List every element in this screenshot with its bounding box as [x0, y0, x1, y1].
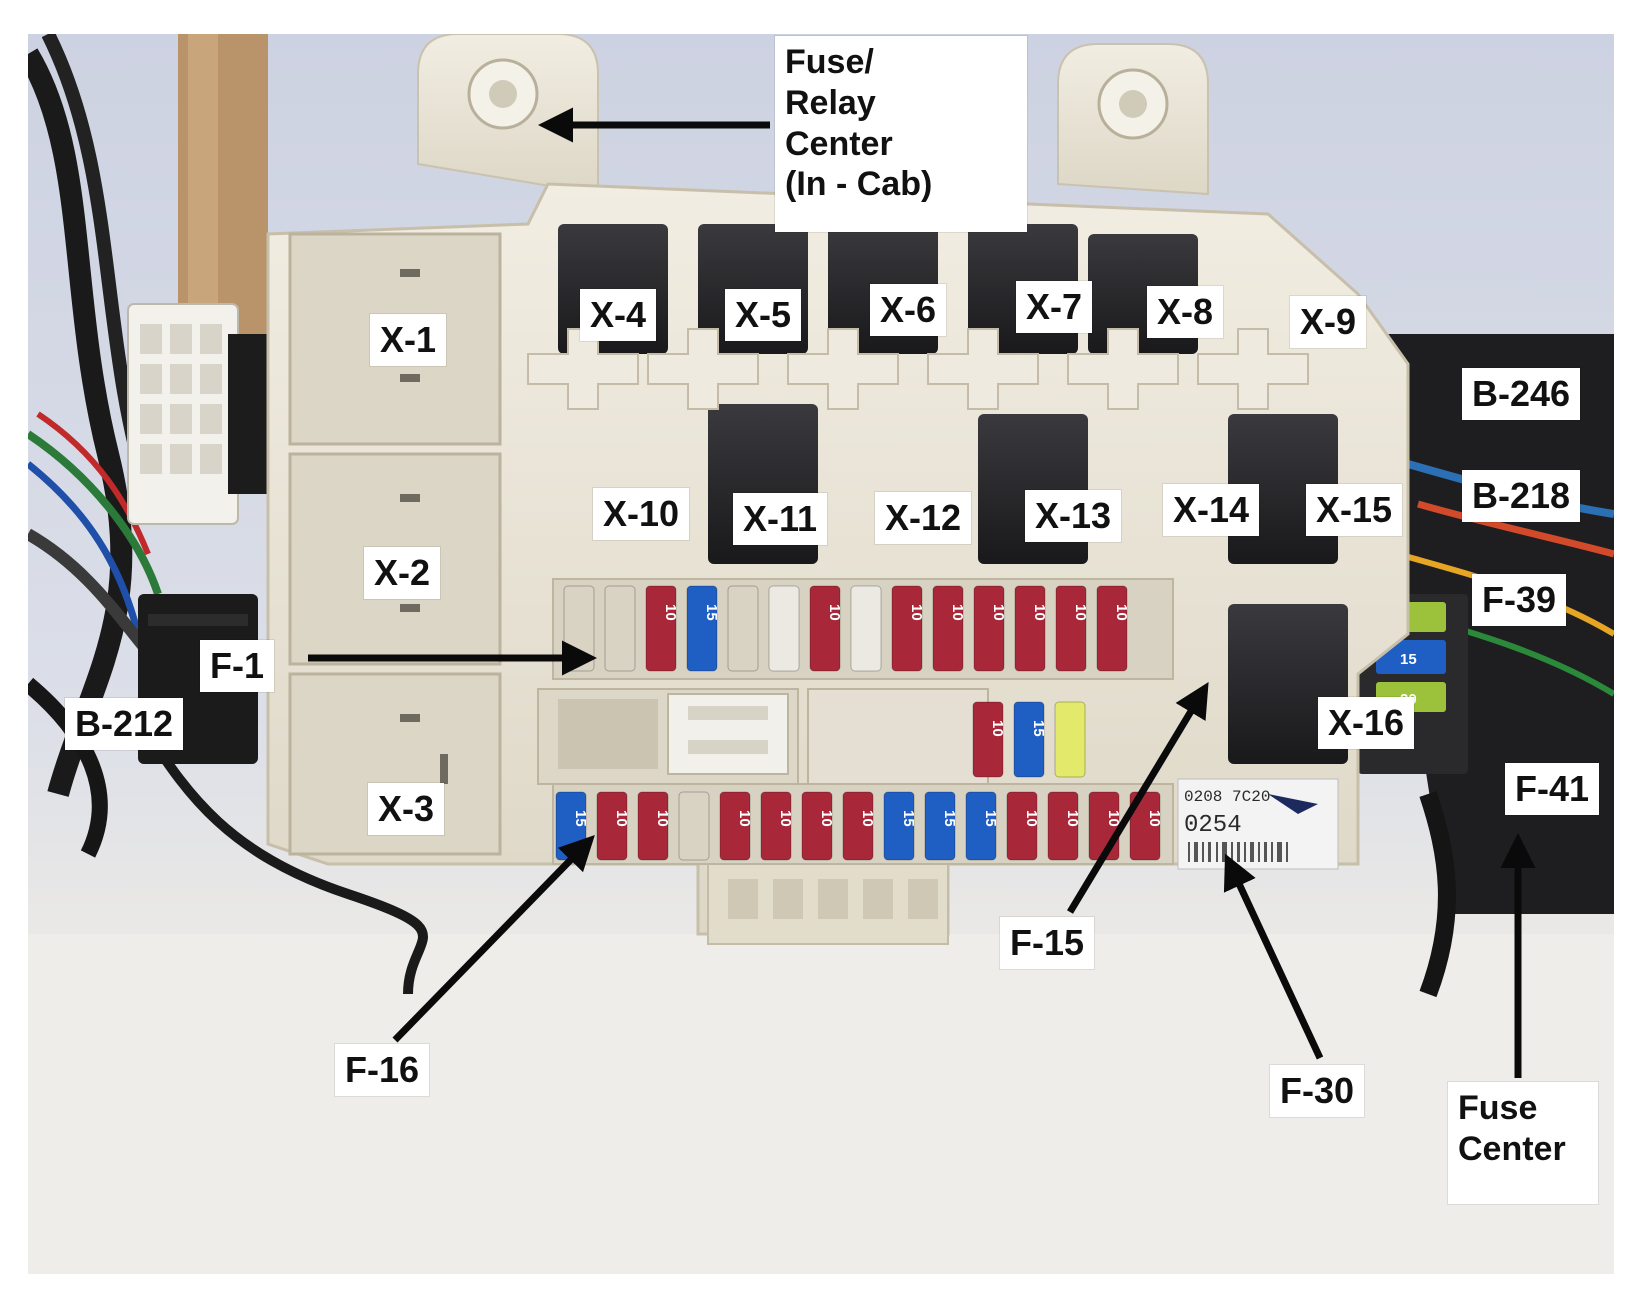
fuse-blade: [1014, 585, 1046, 672]
fuse-rating: 15: [982, 810, 999, 827]
fuse-blade: [973, 585, 1005, 672]
label-b218: B-218: [1462, 470, 1581, 522]
fuse-rating: 10: [1105, 810, 1122, 827]
label-x4: X-4: [580, 289, 657, 341]
fuse-blade: [604, 585, 636, 672]
svg-text:0254: 0254: [1184, 812, 1242, 839]
fuse-rating: 15: [941, 810, 958, 827]
label-fuse-relay-center: Fuse/ Relay Center (In - Cab): [775, 36, 1027, 232]
label-x3: X-3: [368, 783, 445, 835]
fuse-blade: [850, 585, 882, 672]
label-b246: B-246: [1462, 368, 1581, 420]
fuse-blade: [801, 791, 833, 861]
table-surface: [28, 934, 1614, 1274]
fuse-rating: 10: [989, 720, 1006, 737]
label-f39: F-39: [1472, 574, 1567, 626]
fuse-rating: 10: [1113, 604, 1130, 621]
fuse-blade: [809, 585, 841, 672]
fuse-blade: [727, 585, 759, 672]
label-fuse-center: Fuse Center: [1448, 1082, 1598, 1204]
fuse-rating: 10: [826, 604, 843, 621]
fuse-blade: [965, 791, 997, 861]
label-x11: X-11: [733, 493, 828, 545]
fuse-blade: [678, 791, 710, 861]
label-x13: X-13: [1025, 490, 1122, 542]
label-x5: X-5: [725, 289, 802, 341]
fuse-blade: [719, 791, 751, 861]
fuse-blade: [924, 791, 956, 861]
fuse-row-middle: 10 15: [972, 701, 1086, 778]
label-x10: X-10: [593, 488, 690, 540]
label-f16: F-16: [335, 1044, 430, 1096]
label-f1: F-1: [200, 640, 274, 692]
fuse-rating: 15: [572, 810, 589, 827]
fuse-rating: 10: [736, 810, 753, 827]
fuse-blade: [563, 585, 595, 672]
fuse-blade: [891, 585, 923, 672]
label-x8: X-8: [1147, 286, 1224, 338]
fuse-rating: 10: [1146, 810, 1163, 827]
fuse-blade: [1006, 791, 1038, 861]
fuse-blade: [768, 585, 800, 672]
fuse-rating: 10: [859, 810, 876, 827]
fuse-rating: 15: [703, 604, 720, 621]
label-x12: X-12: [875, 492, 972, 544]
fuse-blade: [1054, 701, 1086, 778]
fuse-rating: 10: [662, 604, 679, 621]
fuse-rating: 10: [990, 604, 1007, 621]
fuse-rating: 15: [1030, 720, 1047, 737]
fuse-blade: [842, 791, 874, 861]
fuse-blade: [686, 585, 718, 672]
fuse-blade: [1055, 585, 1087, 672]
fuse-rating: 10: [1064, 810, 1081, 827]
label-line: Center: [785, 124, 893, 163]
fuse-rating: 10: [1072, 604, 1089, 621]
label-line: Center: [1458, 1129, 1566, 1168]
fuse-blade: [596, 791, 628, 861]
fuse-blade: [1096, 585, 1128, 672]
label-f15: F-15: [1000, 917, 1095, 969]
fuse-row-bottom: 15 10 10 10 10 10 10 15 15 15 10 10 10 10: [555, 791, 1163, 861]
fuse-blade: [932, 585, 964, 672]
label-x15: X-15: [1306, 484, 1403, 536]
label-x2: X-2: [364, 547, 441, 599]
fuse-blade: [1013, 701, 1045, 778]
fuse-row-top: 10 15 10 10 10 10 10 10 10: [563, 585, 1130, 672]
fuse-rating: 10: [777, 810, 794, 827]
label-x7: X-7: [1016, 281, 1093, 333]
label-x9: X-9: [1290, 296, 1367, 348]
label-b212: B-212: [65, 698, 184, 750]
label-f30: F-30: [1270, 1065, 1365, 1117]
label-x14: X-14: [1163, 484, 1260, 536]
fuse-rating: 10: [1031, 604, 1048, 621]
fuse-blade: [637, 791, 669, 861]
label-line: (In - Cab): [785, 165, 933, 204]
label-x16: X-16: [1318, 697, 1415, 749]
fuse-rating: 10: [613, 810, 630, 827]
label-x6: X-6: [870, 284, 947, 336]
label-line: Fuse: [1458, 1089, 1538, 1127]
fuse-blade: [972, 701, 1004, 778]
label-x1: X-1: [370, 314, 447, 366]
label-f41: F-41: [1505, 763, 1600, 815]
fuse-rating: 10: [654, 810, 671, 827]
fuse-rating: 15: [900, 810, 917, 827]
svg-text:0208 7C20: 0208 7C20: [1184, 788, 1270, 806]
fuse-rating: 10: [949, 604, 966, 621]
fuse-rating: 10: [1023, 810, 1040, 827]
fuse-blade: [760, 791, 792, 861]
label-line: Relay: [785, 83, 876, 122]
fuse-blade: [883, 791, 915, 861]
label-line: Fuse/: [785, 43, 874, 81]
svg-text:15: 15: [1400, 651, 1417, 668]
fuse-blade: [645, 585, 677, 672]
fuse-rating: 10: [818, 810, 835, 827]
fuse-rating: 10: [908, 604, 925, 621]
